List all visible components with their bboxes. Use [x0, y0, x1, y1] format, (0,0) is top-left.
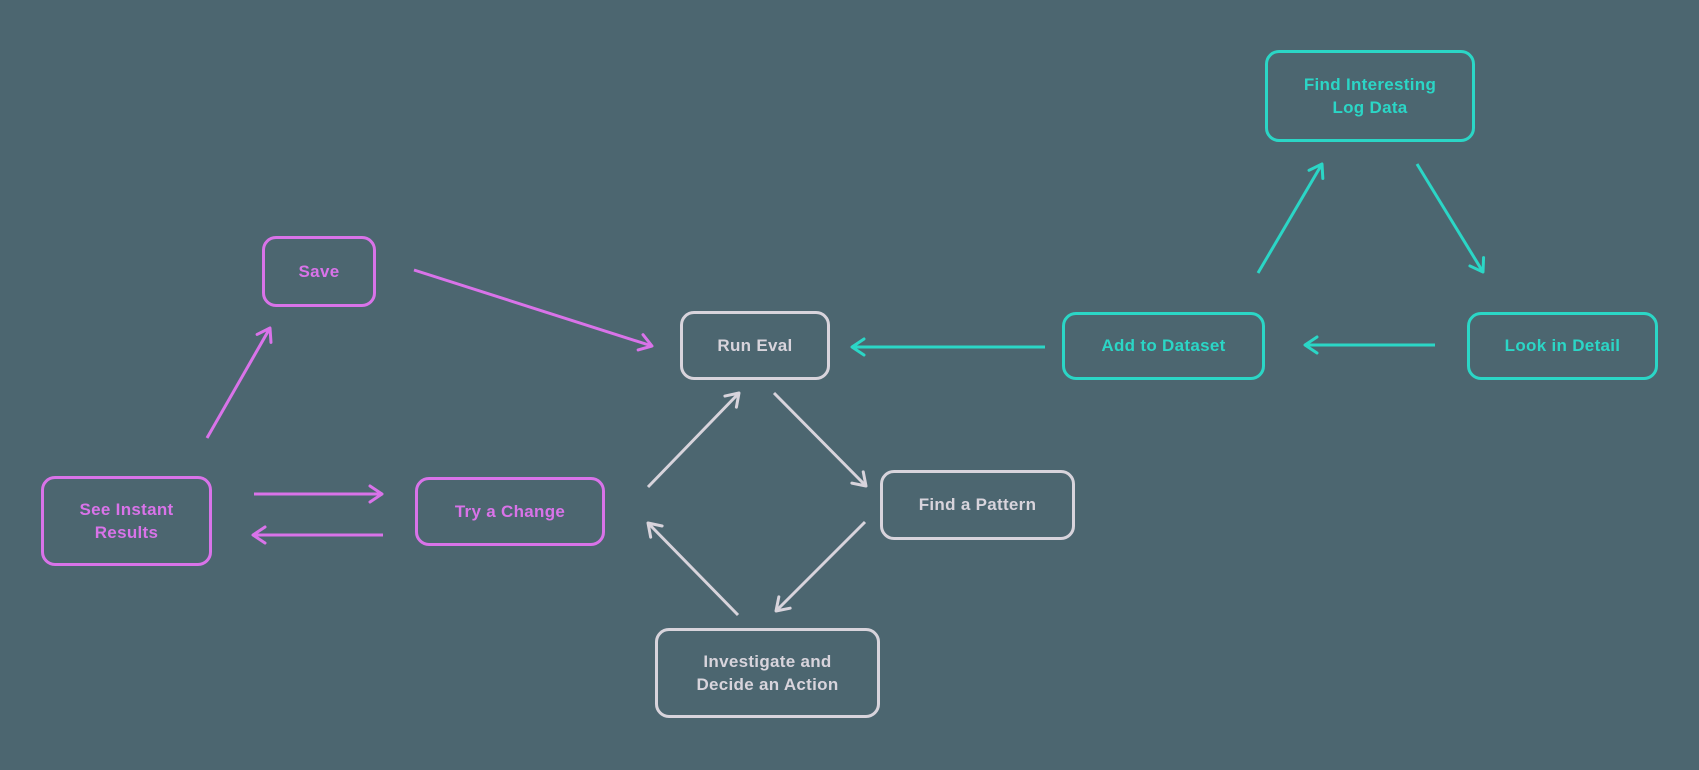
arrow-add-to-dataset-to-find-interesting-log-data [1256, 162, 1325, 274]
node-find-interesting-log-data: Find Interesting Log Data [1265, 50, 1475, 142]
node-look-in-detail: Look in Detail [1467, 312, 1658, 380]
arrow-investigate-to-try-a-change [646, 521, 740, 617]
node-try-a-change: Try a Change [415, 477, 605, 546]
node-save: Save [262, 236, 376, 307]
node-add-to-dataset: Add to Dataset [1062, 312, 1265, 380]
arrow-find-interesting-log-data-to-look-in-detail [1415, 163, 1486, 274]
arrow-find-a-pattern-to-investigate [774, 520, 867, 613]
node-run-eval: Run Eval [680, 311, 830, 380]
arrow-run-eval-to-find-a-pattern [772, 391, 868, 488]
arrow-try-a-change-to-run-eval [646, 391, 741, 489]
node-see-instant-results: See Instant Results [41, 476, 212, 566]
node-find-a-pattern: Find a Pattern [880, 470, 1075, 540]
arrow-see-instant-results-to-save [205, 326, 273, 439]
node-investigate-and-decide-an-action: Investigate and Decide an Action [655, 628, 880, 718]
arrow-save-to-run-eval [413, 268, 654, 352]
